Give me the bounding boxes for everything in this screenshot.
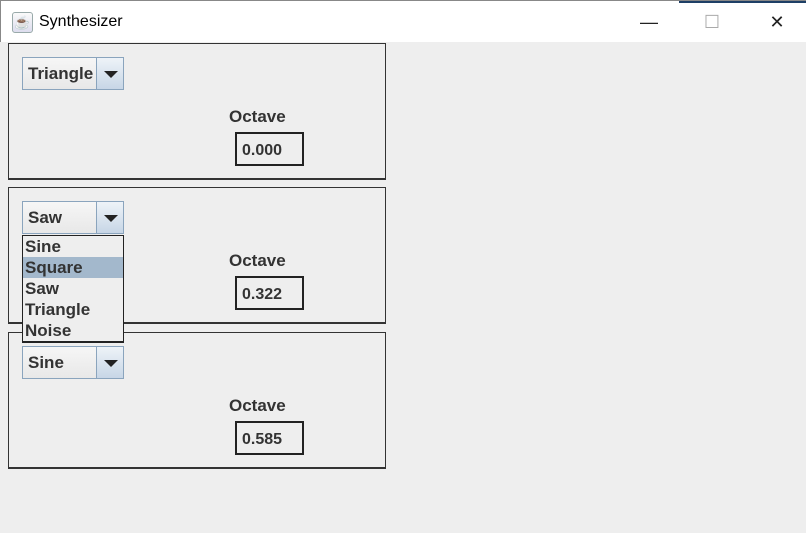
title-accent <box>679 1 806 3</box>
title-bar: ☕ Synthesizer — ☐ ✕ <box>0 0 806 42</box>
option-saw[interactable]: Saw <box>25 279 60 298</box>
oscillator-panel-3: Sine Octave 0.585 <box>8 332 386 469</box>
oscillator-panel-2: Saw Octave 0.322 <box>8 187 386 324</box>
minimize-button[interactable]: — <box>640 12 658 32</box>
window-title: Synthesizer <box>39 13 123 30</box>
option-noise[interactable]: Noise <box>25 321 72 340</box>
chevron-down-icon[interactable] <box>96 58 123 89</box>
octave-field-2[interactable]: 0.322 <box>235 276 304 310</box>
chevron-down-icon[interactable] <box>96 347 123 378</box>
octave-label: Octave <box>229 396 286 415</box>
waveform-value: Saw <box>28 208 63 227</box>
octave-field-3[interactable]: 0.585 <box>235 421 304 455</box>
maximize-button[interactable]: ☐ <box>703 12 721 32</box>
octave-label: Octave <box>229 251 286 270</box>
octave-label: Octave <box>229 107 286 126</box>
waveform-combo-3[interactable]: Sine <box>22 346 124 379</box>
option-triangle[interactable]: Triangle <box>25 300 91 319</box>
close-button[interactable]: ✕ <box>769 12 785 32</box>
waveform-value: Triangle <box>28 64 94 83</box>
waveform-value: Sine <box>28 353 64 372</box>
java-app-icon: ☕ <box>12 12 33 33</box>
option-sine[interactable]: Sine <box>25 237 61 256</box>
waveform-dropdown-list: Sine Square Saw Triangle Noise <box>22 235 124 343</box>
oscillator-panel-1: Triangle Octave 0.000 <box>8 43 386 180</box>
octave-field-1[interactable]: 0.000 <box>235 132 304 166</box>
chevron-down-icon[interactable] <box>96 202 123 233</box>
waveform-combo-2[interactable]: Saw <box>22 201 124 234</box>
option-square[interactable]: Square <box>23 257 123 278</box>
waveform-combo-1[interactable]: Triangle <box>22 57 124 90</box>
